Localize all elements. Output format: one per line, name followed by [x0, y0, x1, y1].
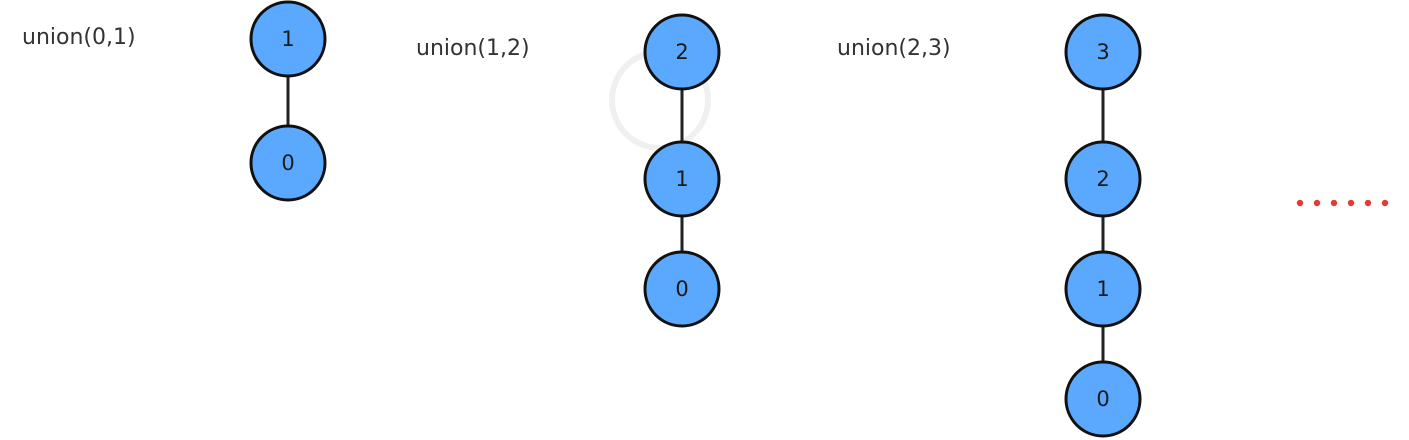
- node-label: 1: [281, 27, 294, 51]
- ellipsis-dot: [1313, 199, 1321, 207]
- tree-node: 3: [1064, 13, 1142, 91]
- node-label: 3: [1096, 40, 1109, 64]
- tree-node: 0: [643, 250, 721, 328]
- ellipsis-dot: [1381, 199, 1389, 207]
- tree-node: 0: [249, 124, 327, 202]
- node-label: 0: [1096, 387, 1109, 411]
- ellipsis-dot: [1330, 199, 1338, 207]
- tree-node: 1: [1064, 250, 1142, 328]
- tree-node: 0: [1064, 360, 1142, 438]
- tree-node: 2: [1064, 140, 1142, 218]
- ellipsis-dot: [1347, 199, 1355, 207]
- node-label: 0: [281, 151, 294, 175]
- node-label: 1: [1096, 277, 1109, 301]
- step-union-1-2: union(1,2) 2 1 0: [416, 13, 721, 328]
- operation-label: union(2,3): [837, 36, 951, 61]
- step-union-0-1: union(0,1) 1 0: [22, 0, 327, 202]
- node-label: 2: [1096, 167, 1109, 191]
- tree-node: 1: [643, 140, 721, 218]
- ellipsis-dot: [1296, 199, 1304, 207]
- node-label: 0: [675, 277, 688, 301]
- tree-node: 2: [643, 13, 721, 91]
- ellipsis-dot: [1364, 199, 1372, 207]
- operation-label: union(1,2): [416, 36, 530, 61]
- tree-node: 1: [249, 0, 327, 78]
- step-union-2-3: union(2,3) 3 2 1 0: [837, 13, 1142, 438]
- node-label: 2: [675, 40, 688, 64]
- node-label: 1: [675, 167, 688, 191]
- operation-label: union(0,1): [22, 25, 136, 50]
- continuation-ellipsis: [1296, 199, 1389, 207]
